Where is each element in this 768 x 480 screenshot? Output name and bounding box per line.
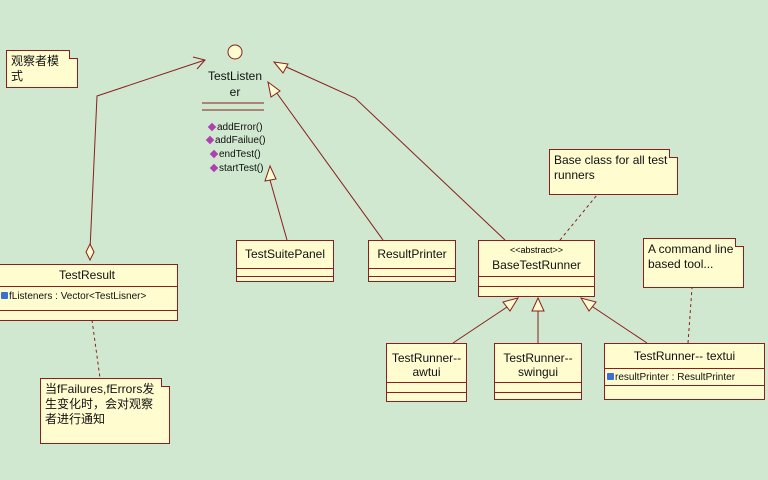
- note-base-class[interactable]: Base class for all test runners: [549, 149, 678, 195]
- class-name: TestRunner-- awtui: [391, 351, 462, 379]
- note-fold-icon: [69, 50, 78, 59]
- class-test-runner-swingui[interactable]: TestRunner-- swingui: [494, 343, 582, 400]
- operation-icon: [207, 122, 217, 132]
- note-notify-observers[interactable]: 当fFailures,fErrors发 生变化时，会对观察 者进行通知: [40, 378, 170, 444]
- aggregation-diamond-icon: [85, 242, 95, 262]
- class-name: TestRunner-- swingui: [503, 351, 573, 379]
- class-test-result[interactable]: TestResult fListeners : Vector<TestLisne…: [0, 264, 178, 321]
- note-command-line[interactable]: A command line based tool...: [643, 238, 744, 288]
- class-name: TestSuitePanel: [244, 247, 326, 261]
- attribute-item: fListeners : Vector<TestLisner>: [0, 290, 177, 303]
- note-observer-pattern[interactable]: 观察者模 式: [6, 50, 78, 88]
- operation-icon: [205, 135, 215, 145]
- class-test-runner-textui[interactable]: TestRunner-- textui resultPrinter : Resu…: [604, 343, 765, 400]
- attribute-icon: [607, 373, 614, 380]
- association-line: [89, 59, 206, 256]
- class-name: ResultPrinter: [377, 247, 447, 261]
- interface-name-line1: TestListen: [207, 69, 263, 83]
- interface-lollipop-icon: [227, 44, 243, 60]
- class-result-printer[interactable]: ResultPrinter: [368, 240, 456, 282]
- note-fold-icon: [735, 238, 744, 247]
- interface-name-line2: er: [229, 85, 241, 99]
- operation-item: endTest(): [209, 149, 261, 161]
- class-test-runner-awtui[interactable]: TestRunner-- awtui: [386, 343, 467, 402]
- operation-item: startTest(): [209, 163, 263, 175]
- interface-name: TestListen er: [200, 68, 270, 100]
- operation-icon: [209, 163, 219, 173]
- operation-item: addFailue(): [205, 135, 266, 147]
- operation-item: addError(): [207, 122, 263, 134]
- note-fold-icon: [161, 378, 170, 387]
- operation-icon: [209, 149, 219, 159]
- class-test-suite-panel[interactable]: TestSuitePanel: [236, 240, 334, 282]
- note-fold-icon: [669, 149, 678, 158]
- attribute-item: resultPrinter : ResultPrinter: [605, 371, 764, 384]
- attribute-icon: [1, 292, 8, 299]
- class-name: TestRunner-- textui: [633, 349, 736, 363]
- stereotype-label: <<abstract>>: [509, 245, 564, 255]
- class-base-test-runner[interactable]: <<abstract>> BaseTestRunner: [478, 240, 595, 297]
- class-name: TestResult: [58, 268, 116, 282]
- class-name: BaseTestRunner: [492, 258, 581, 272]
